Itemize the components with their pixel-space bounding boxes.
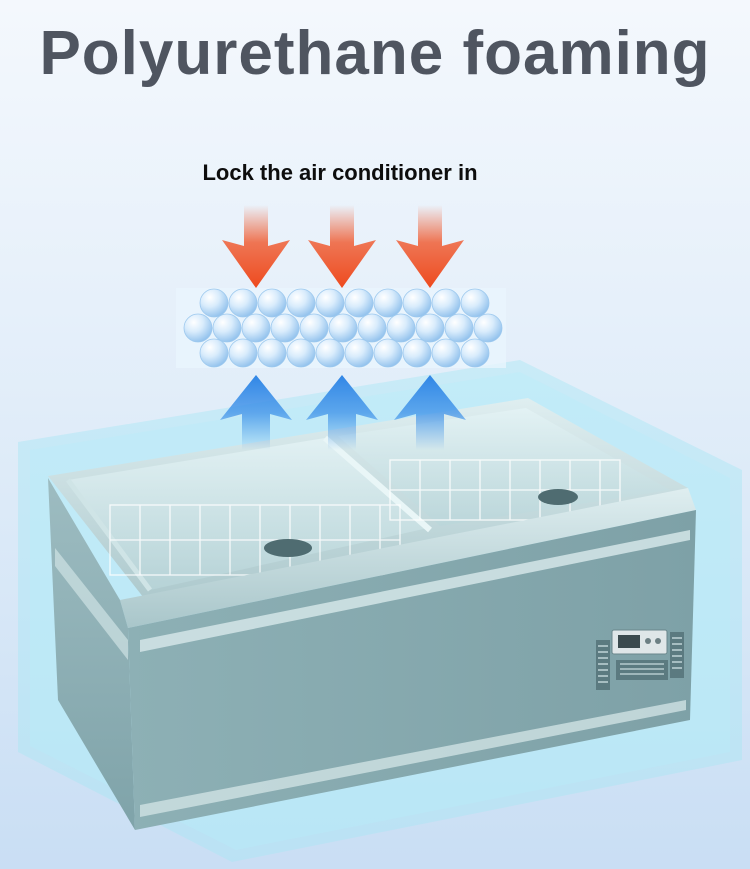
subtitle: Lock the air conditioner in	[202, 160, 478, 185]
glass-lid-left	[68, 438, 428, 590]
lid-handle-right	[538, 489, 578, 505]
freezer-front-panel	[128, 510, 696, 830]
cold-arrow-icon	[220, 375, 466, 450]
heat-arrow-icon	[222, 205, 464, 288]
lid-handle-left	[264, 539, 312, 557]
control-panel-icon	[596, 629, 684, 690]
page-title: Polyurethane foaming	[39, 19, 711, 88]
foam-bubble-icon	[183, 288, 503, 368]
freezer-side	[48, 478, 135, 830]
